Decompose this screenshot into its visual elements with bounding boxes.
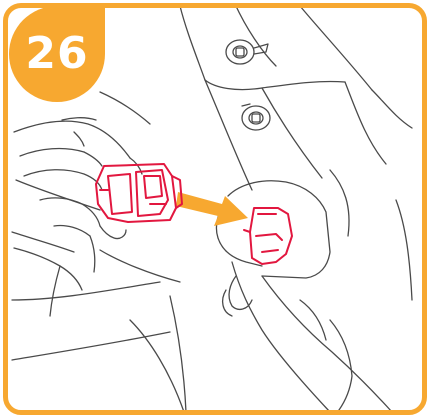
snap-button-upper — [226, 40, 268, 64]
step-number-badge: 26 — [9, 6, 105, 102]
snap-button-lower — [242, 104, 270, 130]
lower-strap — [223, 262, 392, 414]
seat-background — [12, 92, 186, 412]
step-number-label: 26 — [25, 32, 88, 76]
receiver-housing — [216, 181, 330, 278]
buckle-tongue — [96, 164, 182, 222]
hand — [14, 121, 142, 316]
upper-strap-fabric — [180, 4, 412, 300]
direction-arrow — [176, 192, 248, 226]
buckle-receiver — [244, 208, 292, 264]
